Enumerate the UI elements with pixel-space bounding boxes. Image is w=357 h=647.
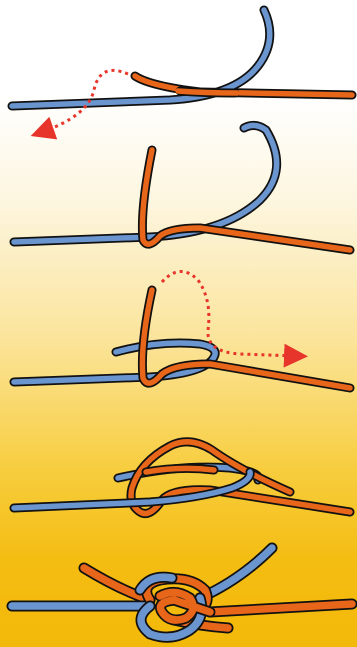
orange-rope-over — [146, 468, 214, 472]
step-1 — [12, 10, 352, 132]
step-4 — [14, 442, 350, 514]
step-3 — [14, 271, 350, 388]
orange-rope-over — [178, 91, 237, 93]
step-5 — [12, 548, 352, 637]
orange-rope — [84, 568, 352, 628]
step-2 — [14, 125, 350, 250]
knot-body — [140, 577, 210, 637]
